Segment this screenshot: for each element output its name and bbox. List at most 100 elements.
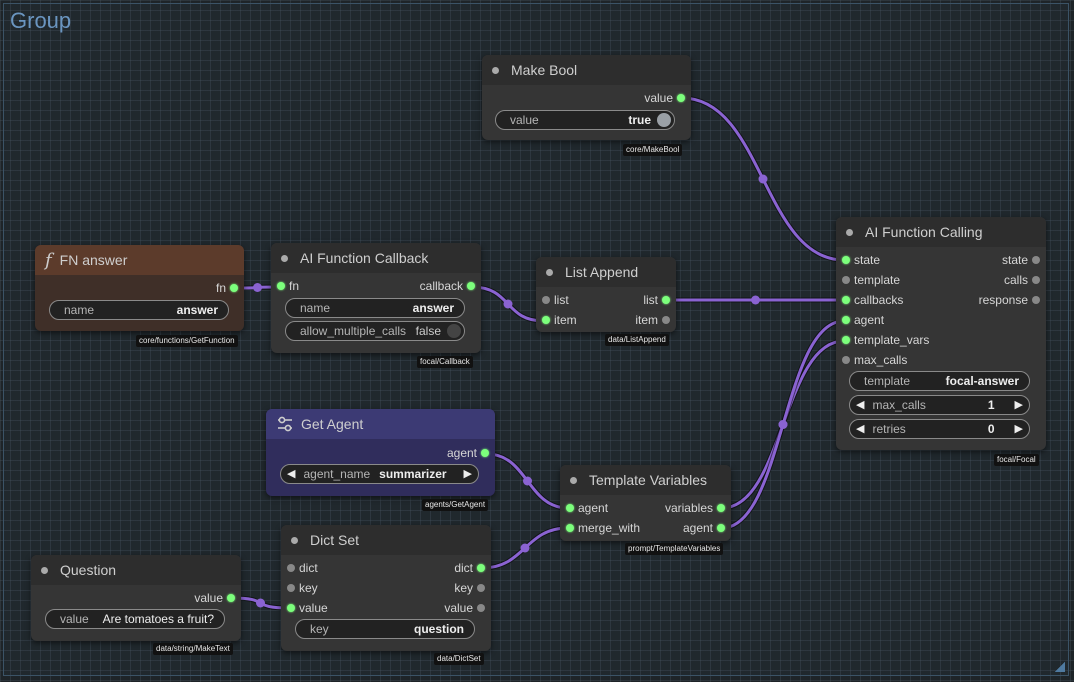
node-header[interactable]: Question — [31, 555, 241, 585]
group-title[interactable]: Group — [10, 8, 72, 33]
slot-dot-icon[interactable] — [662, 296, 670, 304]
collapse-dot-icon[interactable] — [492, 66, 499, 74]
output-slot-fn[interactable]: fn — [216, 278, 244, 298]
input-slot-dict[interactable]: dict — [281, 558, 318, 578]
input-slot-fn[interactable]: fn — [271, 276, 299, 296]
output-slot-calls[interactable]: calls — [1004, 270, 1046, 290]
output-slot-dict[interactable]: dict — [454, 558, 491, 578]
slot-dot-icon[interactable] — [481, 449, 489, 457]
output-slot-item[interactable]: item — [635, 310, 676, 330]
slot-dot-icon[interactable] — [1032, 256, 1040, 264]
slot-dot-icon[interactable] — [842, 316, 850, 324]
output-slot-key[interactable]: key — [454, 578, 491, 598]
value-toggle[interactable]: value true — [495, 110, 675, 130]
input-slot-max-calls[interactable]: max_calls — [836, 350, 907, 370]
previous-arrow-icon[interactable]: ◀ — [287, 468, 296, 480]
slot-dot-icon[interactable] — [677, 94, 685, 102]
collapse-dot-icon[interactable] — [41, 566, 48, 574]
slot-dot-icon[interactable] — [477, 584, 485, 592]
input-slot-list[interactable]: list — [536, 290, 569, 310]
slot-dot-icon[interactable] — [717, 524, 725, 532]
collapse-dot-icon[interactable] — [846, 228, 853, 236]
slot-dot-icon[interactable] — [1032, 276, 1040, 284]
slot-dot-icon[interactable] — [542, 316, 550, 324]
collapse-dot-icon[interactable] — [281, 254, 288, 262]
input-slot-value[interactable]: value — [281, 598, 328, 618]
slot-dot-icon[interactable] — [542, 296, 550, 304]
output-slot-value[interactable]: value — [644, 88, 691, 108]
input-slot-item[interactable]: item — [536, 310, 577, 330]
output-slot-response[interactable]: response — [979, 290, 1046, 310]
node-header[interactable]: AI Function Callback — [271, 243, 481, 273]
slot-dot-icon[interactable] — [842, 256, 850, 264]
node-header[interactable]: AI Function Calling — [836, 217, 1046, 247]
slot-dot-icon[interactable] — [230, 284, 238, 292]
slot-dot-icon[interactable] — [227, 594, 235, 602]
node-list-append[interactable]: List Append list item list item — [536, 257, 676, 332]
slot-dot-icon[interactable] — [467, 282, 475, 290]
node-header[interactable]: Get Agent — [266, 409, 495, 439]
output-slot-value[interactable]: value — [444, 598, 491, 618]
slot-dot-icon[interactable] — [277, 282, 285, 290]
increment-arrow-icon[interactable]: ▶ — [1014, 423, 1023, 435]
collapse-dot-icon[interactable] — [570, 476, 577, 484]
input-slot-callbacks[interactable]: callbacks — [836, 290, 903, 310]
input-slot-state[interactable]: state — [836, 250, 880, 270]
input-slot-merge-with[interactable]: merge_with — [560, 518, 640, 538]
slot-dot-icon[interactable] — [842, 336, 850, 344]
name-field[interactable]: name answer — [49, 300, 229, 320]
slot-dot-icon[interactable] — [662, 316, 670, 324]
slot-dot-icon[interactable] — [842, 276, 850, 284]
slot-dot-icon[interactable] — [566, 524, 574, 532]
slot-dot-icon[interactable] — [287, 564, 295, 572]
slot-dot-icon[interactable] — [842, 356, 850, 364]
output-slot-agent[interactable]: agent — [683, 518, 731, 538]
slot-dot-icon[interactable] — [287, 604, 295, 612]
output-slot-agent[interactable]: agent — [447, 443, 495, 463]
input-slot-agent[interactable]: agent — [836, 310, 884, 330]
input-slot-template[interactable]: template — [836, 270, 900, 290]
question-text-field[interactable]: value Are tomatoes a fruit? — [45, 609, 225, 629]
output-slot-state[interactable]: state — [1002, 250, 1046, 270]
node-make-bool[interactable]: Make Bool value value true — [482, 55, 691, 140]
slot-dot-icon[interactable] — [477, 604, 485, 612]
input-slot-agent[interactable]: agent — [560, 498, 608, 518]
name-field[interactable]: name answer — [285, 298, 465, 318]
decrement-arrow-icon[interactable]: ◀ — [856, 399, 865, 411]
slot-dot-icon[interactable] — [566, 504, 574, 512]
node-header[interactable]: Make Bool — [482, 55, 691, 85]
node-header[interactable]: List Append — [536, 257, 676, 287]
slot-dot-icon[interactable] — [477, 564, 485, 572]
increment-arrow-icon[interactable]: ▶ — [1014, 399, 1023, 411]
slot-dot-icon[interactable] — [842, 296, 850, 304]
next-arrow-icon[interactable]: ▶ — [463, 468, 472, 480]
node-ai-function-callback[interactable]: AI Function Callback fn callback name an… — [271, 243, 481, 353]
template-field[interactable]: template focal-answer — [849, 371, 1030, 391]
group-resize-handle[interactable] — [1055, 662, 1065, 672]
decrement-arrow-icon[interactable]: ◀ — [856, 423, 865, 435]
slot-dot-icon[interactable] — [287, 584, 295, 592]
allow-multiple-calls-toggle[interactable]: allow_multiple_calls false — [285, 321, 465, 341]
node-template-variables[interactable]: Template Variables agent merge_with vari… — [560, 465, 731, 541]
slot-dot-icon[interactable] — [717, 504, 725, 512]
node-dict-set[interactable]: Dict Set dict key value dict key value k… — [281, 525, 491, 651]
node-header[interactable]: Template Variables — [560, 465, 731, 495]
input-slot-key[interactable]: key — [281, 578, 318, 598]
output-slot-variables[interactable]: variables — [665, 498, 731, 518]
collapse-dot-icon[interactable] — [546, 268, 553, 276]
slot-dot-icon[interactable] — [1032, 296, 1040, 304]
output-slot-callback[interactable]: callback — [420, 276, 481, 296]
output-slot-list[interactable]: list — [643, 290, 676, 310]
output-slot-value[interactable]: value — [194, 588, 241, 608]
collapse-dot-icon[interactable] — [291, 536, 298, 544]
node-question[interactable]: Question value value Are tomatoes a frui… — [31, 555, 241, 641]
node-header[interactable]: Dict Set — [281, 525, 491, 555]
input-slot-template-vars[interactable]: template_vars — [836, 330, 929, 350]
node-ai-function-calling[interactable]: AI Function Calling state template callb… — [836, 217, 1046, 450]
